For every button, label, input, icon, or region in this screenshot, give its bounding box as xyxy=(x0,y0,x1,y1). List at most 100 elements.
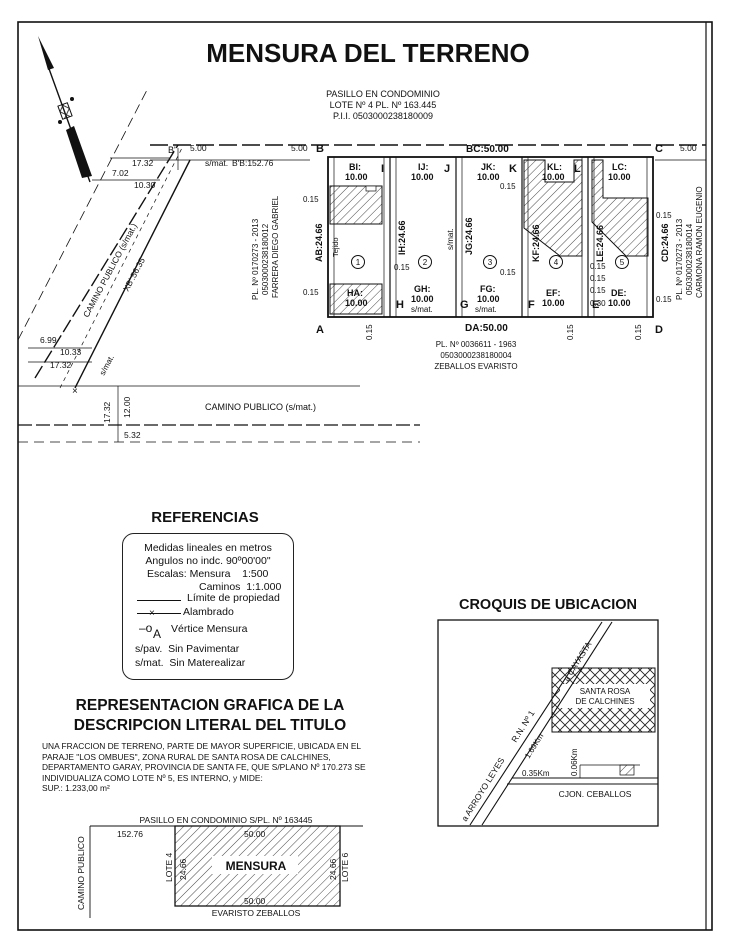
mini-top-dim: 50.00 xyxy=(244,829,266,839)
offset-3: 0.15 xyxy=(394,263,410,272)
ref-smat: s/mat. Sin Materealizar xyxy=(135,657,246,669)
lot-circle-1: 1 xyxy=(351,255,365,269)
referencias-title: REFERENCIAS xyxy=(151,509,259,526)
croquis-d006: 0.06Km xyxy=(570,748,579,776)
left-owner-name: FARRERA DIEGO GABRIEL xyxy=(271,195,280,298)
vertex-g: G xyxy=(460,299,469,311)
left-owner-id: 0503000238180012 xyxy=(261,223,270,295)
description-text: UNA FRACCION DE TERRENO, PARTE DE MAYOR … xyxy=(42,741,366,783)
ref-limite: Límite de propiedad xyxy=(187,592,280,604)
vertex-c: C xyxy=(655,143,663,155)
offset-14: 0.15 xyxy=(634,324,643,340)
vertex-d: D xyxy=(655,324,663,336)
ref-line-2: Angulos no indc. 90º00'00" xyxy=(145,555,271,567)
building-lot1-top xyxy=(329,185,383,225)
bottom-owner-id: 0503000238180004 xyxy=(440,351,512,360)
mini-bottom-dim: 50.00 xyxy=(244,896,266,906)
offset-2: 0.15 xyxy=(303,288,319,297)
lot2-bot: GH: xyxy=(414,284,431,294)
dim-five-left: 5.00 xyxy=(190,143,207,153)
road-smat: s/mat. xyxy=(98,353,116,376)
lot4-top: KL: xyxy=(547,162,562,172)
alambrado-line-icon xyxy=(137,613,181,614)
mini-camino: CAMINO PUBLICO xyxy=(76,836,86,910)
ref-line-4: Caminos 1:1.000 xyxy=(199,581,282,593)
lot2-bot-val: 10.00 xyxy=(411,294,434,304)
offset-12: 0.15 xyxy=(365,324,374,340)
vertex-f: F xyxy=(528,299,535,311)
offset-11: 0.15 xyxy=(656,211,672,220)
croquis-cjon: CJON. CEBALLOS xyxy=(559,789,632,799)
offset-4: 0.15 xyxy=(500,182,516,191)
dim-five-mid: 5.00 xyxy=(291,143,308,153)
svg-text:1: 1 xyxy=(356,258,361,267)
offset-13: 0.15 xyxy=(566,324,575,340)
lot3-top: JK: xyxy=(481,162,496,172)
pasillo-line1: PASILLO EN CONDOMINIO xyxy=(326,89,440,99)
dim-da: DA:50.00 xyxy=(465,323,508,334)
ref-alambrado: Alambrado xyxy=(183,606,234,618)
offset-1: 0.15 xyxy=(303,195,319,204)
lot1-bot-val: 10.00 xyxy=(345,298,368,308)
vertex-j: J xyxy=(444,163,450,175)
dim-bc: BC:50.00 xyxy=(466,144,509,155)
dim-five-right: 5.00 xyxy=(680,143,697,153)
road-xb: XB':56.35 xyxy=(121,256,147,293)
mini-top-label: PASILLO EN CONDOMINIO S/PL. Nº 163445 xyxy=(139,815,312,825)
building-lot4 xyxy=(523,159,583,257)
lot-circle-2: 2 xyxy=(418,255,432,269)
vertex-i: I xyxy=(381,163,384,175)
ref-vertice: Vértice Mensura xyxy=(171,623,248,635)
mini-right-side: 24.66 xyxy=(328,858,338,880)
lot1-bot: HA: xyxy=(347,288,363,298)
building-lot5 xyxy=(591,159,649,257)
ref-line-1: Medidas lineales en metros xyxy=(144,542,272,554)
building-lot1-bottom xyxy=(329,283,383,315)
vertice-letter: A xyxy=(153,627,162,641)
road-dim-1030: 10.30 xyxy=(134,180,156,190)
bottom-owner-plan: PL. Nº 0036611 - 1963 xyxy=(436,340,517,349)
lot2-top: IJ: xyxy=(418,162,429,172)
lot2-top-val: 10.00 xyxy=(411,172,434,182)
limite-line-icon xyxy=(137,600,181,601)
lot2-smat: s/mat. xyxy=(411,305,433,314)
page-title: MENSURA DEL TERRENO xyxy=(206,38,530,68)
dim-jg: JG:24.66 xyxy=(464,217,474,255)
offset-7: 0.15 xyxy=(590,274,606,283)
ref-line-3: Escalas: Mensura 1:500 xyxy=(147,568,269,580)
lot3-top-val: 10.00 xyxy=(477,172,500,182)
mini-lote6: LOTE 6 xyxy=(340,852,350,882)
dim-bprime-b: B'B:152.76 xyxy=(232,158,274,168)
dim-le: LE:24.66 xyxy=(595,225,605,262)
vertex-e: E xyxy=(592,299,599,311)
north-arrow-icon xyxy=(38,36,92,183)
representacion-title2: DESCRIPCION LITERAL DEL TITULO xyxy=(74,717,346,734)
vertex-a: A xyxy=(316,324,324,336)
vertice-icon: –o xyxy=(139,621,153,635)
mini-dist: 152.76 xyxy=(117,829,143,839)
lot5-top: LC: xyxy=(612,162,627,172)
dim-cd: CD:24.66 xyxy=(660,223,670,262)
right-owner-plan: PL. Nº 0170273 - 2013 xyxy=(675,218,684,300)
parcel-outline xyxy=(327,156,654,318)
croquis-title: CROQUIS DE UBICACION xyxy=(459,597,637,613)
right-owner-id: 0503000238180014 xyxy=(685,223,694,295)
ref-spav: s/pav. Sin Pavimentar xyxy=(135,643,240,655)
vertex-x: × xyxy=(72,386,78,397)
lot1-top-val: 10.00 xyxy=(345,172,368,182)
croquis-santa-rosa-2: DE CALCHINES xyxy=(575,697,634,706)
road-dim-702: 7.02 xyxy=(112,168,129,178)
lot4-bot: EF: xyxy=(546,288,561,298)
referencias-box: Medidas lineales en metros Angulos no in… xyxy=(122,533,294,680)
lot4-bot-val: 10.00 xyxy=(542,298,565,308)
diagonal-road xyxy=(17,87,191,389)
offset-9: 0.30 xyxy=(590,299,606,308)
lot3-bot: FG: xyxy=(480,284,496,294)
vertex-bprime: B' xyxy=(168,145,176,155)
svg-text:3: 3 xyxy=(488,258,493,267)
jg-smat: s/mat. xyxy=(446,228,455,250)
road-dim-699: 6.99 xyxy=(40,335,57,345)
mini-bottom-owner: EVARISTO ZEBALLOS xyxy=(212,908,301,918)
mini-lote4: LOTE 4 xyxy=(164,852,174,882)
lot5-top-val: 10.00 xyxy=(608,172,631,182)
